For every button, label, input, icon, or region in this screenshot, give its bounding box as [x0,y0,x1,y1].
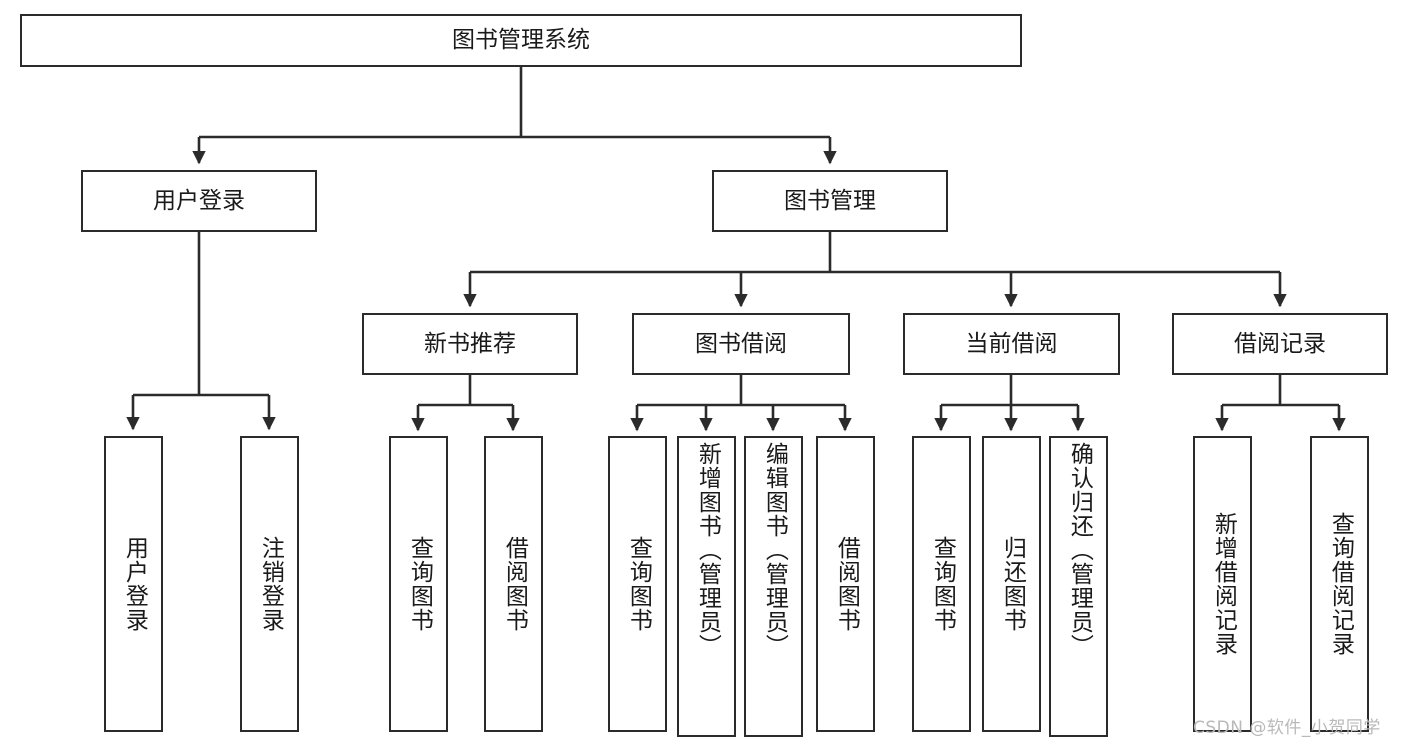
label-wrap: 查询图书 [391,438,446,730]
label-wrap: 查询图书 [610,438,665,730]
node-user-login[interactable]: 用户登录 [81,170,317,232]
leaf-book-borrow-query-book[interactable]: 查询图书 [608,436,667,732]
leaf-user-login-logout[interactable]: 注销登录 [240,436,299,732]
leaf-book-borrow-edit-book-admin[interactable]: 编辑图书（管理员） [744,436,803,737]
leaf-borrow-record-add-record[interactable]: 新增借阅记录 [1193,436,1252,732]
node-label: 用户登录 [121,536,148,632]
label-wrap: 确认归还（管理员） [1051,438,1106,735]
leaf-borrow-record-query-record[interactable]: 查询借阅记录 [1310,436,1369,732]
node-label: 图书管理系统 [452,27,590,54]
label-wrap: 借阅图书 [486,438,541,730]
node-label: 借阅记录 [1234,330,1326,357]
label-wrap: 查询图书 [914,438,969,730]
label-wrap: 注销登录 [242,438,297,730]
node-label: 当前借阅 [965,330,1058,357]
node-book-borrow[interactable]: 图书借阅 [632,313,850,375]
node-root-book-management-system[interactable]: 图书管理系统 [20,14,1022,67]
label-wrap: 借阅图书 [818,438,873,730]
leaf-new-book-query-book[interactable]: 查询图书 [389,436,448,732]
label-wrap: 归还图书 [984,438,1039,730]
leaf-book-borrow-add-book-admin[interactable]: 新增图书（管理员） [677,436,736,737]
node-label: 确认归还（管理员） [1066,442,1093,658]
leaf-current-borrow-return-book[interactable]: 归还图书 [982,436,1041,732]
label-wrap: 编辑图书（管理员） [746,438,801,735]
label-wrap: 查询借阅记录 [1312,438,1367,730]
node-book-management[interactable]: 图书管理 [712,170,948,232]
node-label: 查询借阅记录 [1327,512,1354,656]
node-label: 新书推荐 [424,330,516,357]
leaf-book-borrow-borrow-book[interactable]: 借阅图书 [816,436,875,732]
node-label: 用户登录 [153,187,245,214]
node-label: 图书管理 [784,187,876,214]
node-borrow-record[interactable]: 借阅记录 [1172,313,1388,375]
node-label: 查询图书 [406,536,433,632]
leaf-current-borrow-confirm-return-admin[interactable]: 确认归还（管理员） [1049,436,1108,737]
leaf-new-book-borrow-book[interactable]: 借阅图书 [484,436,543,732]
label-wrap: 新增图书（管理员） [679,438,734,735]
node-label: 查询图书 [625,536,652,632]
node-label: 注销登录 [257,536,284,632]
node-label: 归还图书 [999,536,1026,632]
node-label: 借阅图书 [833,536,860,632]
node-label: 新增图书（管理员） [694,442,721,658]
node-label: 查询图书 [929,536,956,632]
node-label: 编辑图书（管理员） [761,442,788,658]
leaf-user-login-login[interactable]: 用户登录 [104,436,163,732]
node-current-borrow[interactable]: 当前借阅 [903,313,1120,375]
node-label: 图书借阅 [695,330,787,357]
label-wrap: 用户登录 [106,438,161,730]
leaf-current-borrow-query-book[interactable]: 查询图书 [912,436,971,732]
label-wrap: 新增借阅记录 [1195,438,1250,730]
csdn-watermark: CSDN @软件_小贺同学 [1193,718,1381,738]
node-label: 新增借阅记录 [1210,512,1237,656]
node-new-book-recommend[interactable]: 新书推荐 [362,313,578,375]
node-label: 借阅图书 [501,536,528,632]
